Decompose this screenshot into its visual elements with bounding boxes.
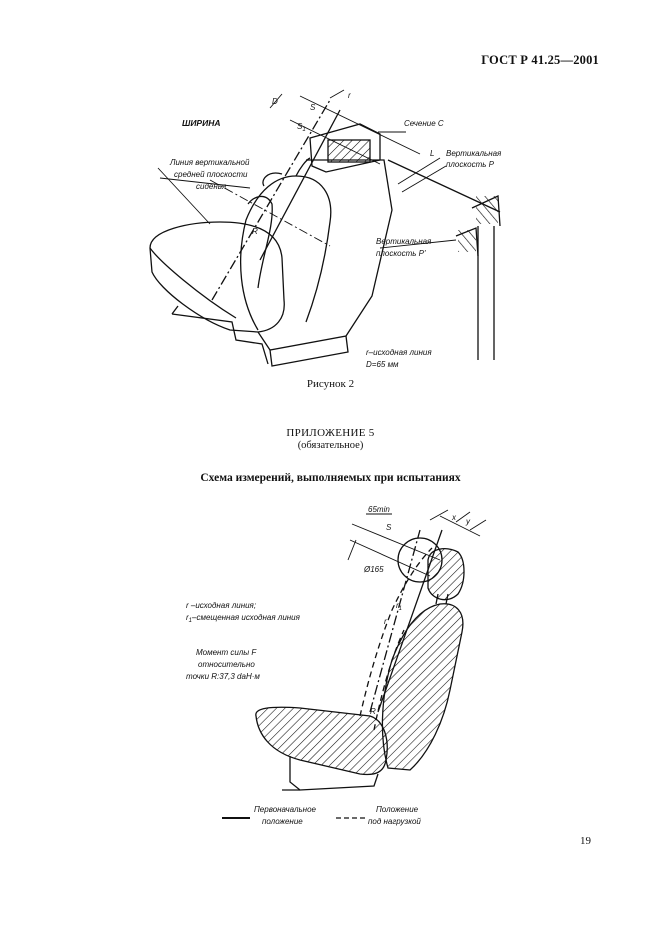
fig3-label-s: S xyxy=(386,523,392,532)
fig2-label-section-c: Сечение С xyxy=(404,119,444,128)
fig2-note-2: D=65 мм xyxy=(366,360,399,369)
fig2-label-plane-p-2: плоскость Р xyxy=(446,160,495,169)
fig2-label-median-1: Линия вертикальной xyxy=(169,158,250,167)
fig3-seat-outline xyxy=(222,509,487,819)
fig3-label-y: y xyxy=(465,517,471,526)
fig3-label-rpoint: R xyxy=(370,707,376,716)
fig3-loaded-1: Положение xyxy=(376,805,419,814)
appendix-title: ПРИЛОЖЕНИЕ 5 xyxy=(286,427,375,439)
figure-2-caption: Рисунок 2 xyxy=(306,378,355,390)
fig2-label-d: D xyxy=(272,97,278,106)
scheme-title: Схема измерений, выполняемых при испытан… xyxy=(200,472,461,484)
fig3-label-r: r xyxy=(384,617,387,626)
fig3-label-r1: r1 xyxy=(396,601,402,612)
fig2-label-l: L xyxy=(430,149,434,158)
fig3-initial-2: положение xyxy=(262,817,303,826)
standard-header: ГОСТ Р 41.25—2001 xyxy=(481,53,599,67)
fig2-label-s1: S1 xyxy=(297,122,306,133)
fig3-moment-1: Момент силы F xyxy=(196,648,257,657)
fig3-legend-r: r –исходная линия; xyxy=(186,601,256,610)
fig3-label-x: x xyxy=(451,513,457,522)
fig3-label-diameter: Ø165 xyxy=(363,565,384,574)
fig2-note-1: r–исходная линия xyxy=(366,348,432,357)
fig3-initial-1: Первоначальное xyxy=(254,805,317,814)
fig3-moment-3: точки R:37,3 daH·м xyxy=(186,672,260,681)
fig2-label-width: ШИРИНА xyxy=(182,118,221,128)
appendix-subtitle: (обязательное) xyxy=(297,440,364,451)
fig2-label-r-point: R xyxy=(252,227,258,236)
fig2-seat-outline xyxy=(149,89,501,367)
fig3-legend-r1: r1–смещенная исходная линия xyxy=(186,613,301,624)
fig2-label-s: S xyxy=(310,103,316,112)
fig2-label-plane-pprime-2: плоскость Р' xyxy=(376,249,426,258)
fig2-label-plane-pprime-1: Вертикальная xyxy=(376,237,432,246)
fig2-label-r-line: r xyxy=(348,91,351,100)
page-number: 19 xyxy=(580,835,591,847)
fig3-moment-2: относительно xyxy=(198,660,255,669)
fig2-label-plane-p-1: Вертикальная xyxy=(446,149,502,158)
fig3-loaded-2: под нагрузкой xyxy=(368,817,421,826)
fig2-label-median-3: сиденья xyxy=(196,182,227,191)
fig2-label-median-2: средней плоскости xyxy=(174,170,248,179)
fig3-label-min: 65min xyxy=(368,505,390,514)
